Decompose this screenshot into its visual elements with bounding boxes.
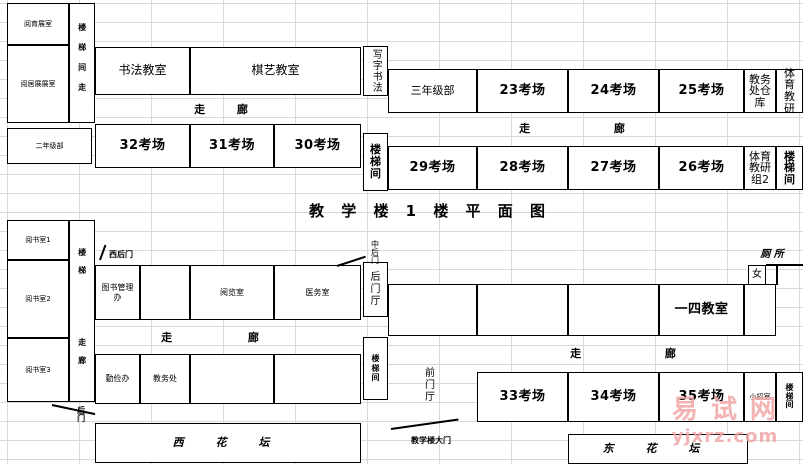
toilet-wall-v <box>776 265 778 285</box>
main-gate-label: 教学楼大门 <box>411 436 451 446</box>
stairs-label: 楼梯 <box>77 248 87 284</box>
room-lower-right-c <box>568 284 659 336</box>
exam-room-34: 34考场 <box>568 372 659 422</box>
exam-room-35: 35考场 <box>659 372 744 422</box>
room-blank-lower-b <box>274 354 361 404</box>
room-medical: 医务室 <box>274 265 361 320</box>
corridor-upper-right: 走 廊 <box>519 121 665 135</box>
exam-room-30: 30考场 <box>274 124 361 168</box>
room-lower-right-b <box>477 284 568 336</box>
toilet-female: 女 <box>748 265 766 285</box>
exam-room-26: 26考场 <box>659 146 744 190</box>
west-back-door-label: 西后门 <box>109 250 133 260</box>
exam-room-27: 27考场 <box>568 146 659 190</box>
room-pe-research2: 体育教研组2 <box>744 146 776 190</box>
room-calligraphy: 书法教室 <box>95 47 190 95</box>
exam-room-28: 28考场 <box>477 146 568 190</box>
room-storage: 教务处仓库 <box>744 69 776 113</box>
west-rear-door-label: 后门 <box>76 406 86 422</box>
room-lower-right-a <box>388 284 477 336</box>
room-blank-lower-a <box>190 354 274 404</box>
floor-plan-title: 教 学 楼 1 楼 平 面 图 <box>309 201 551 220</box>
corridor-lower-right: 走 廊 <box>570 346 716 360</box>
watermark-main: 易 试 网 <box>671 395 779 425</box>
room-reading-hall: 阅览室 <box>190 265 274 320</box>
exam-room-23: 23考场 <box>477 69 568 113</box>
watermark-logo: 易 试 网 yjxrz.com <box>655 378 795 458</box>
stairs-right-upper: 楼梯间 <box>776 146 803 190</box>
reading-room-2: 阅书室2 <box>7 260 69 338</box>
west-garden: 西 花 坛 <box>95 423 361 463</box>
toilet-label: 厕 所 <box>760 249 784 261</box>
stair-hall-center: 楼梯间 <box>363 337 388 400</box>
room-writing: 写字书法 <box>363 46 388 96</box>
toilet-wall-h <box>766 264 803 266</box>
walkway-label: 走廊 <box>77 338 87 374</box>
middle-back-door-label: 中后门 <box>371 240 379 265</box>
room-grade2: 二年级部 <box>7 128 92 164</box>
exam-room-29: 29考场 <box>388 146 477 190</box>
room-office-a: 阅育展室 <box>7 3 69 45</box>
room-small-office: 小招室 <box>744 372 776 422</box>
stairs-right-lower: 楼梯间 <box>776 372 803 422</box>
stair-column-lower-left: 楼梯 走廊 <box>69 220 95 402</box>
room-academic: 教务处 <box>140 354 190 404</box>
room-pe-research: 体育教研 <box>776 68 803 114</box>
exam-room-32: 32考场 <box>95 124 190 168</box>
room-library-office: 图书管理办 <box>95 265 140 320</box>
stairs-center-upper: 楼梯间 <box>363 133 388 191</box>
room-chess: 棋艺教室 <box>190 47 361 95</box>
exam-room-31: 31考场 <box>190 124 274 168</box>
room-lower-right-e <box>744 284 776 336</box>
reading-room-1: 阅书室1 <box>7 220 69 260</box>
room-office-b: 阅居展展室 <box>7 45 69 123</box>
room-blank-left <box>140 265 190 320</box>
exam-room-33: 33考场 <box>477 372 568 422</box>
corridor-lower-left: 走 廊 <box>161 330 295 344</box>
back-hall: 后门厅 <box>363 262 388 317</box>
classroom-14: 一四教室 <box>659 284 744 336</box>
room-welfare: 勤俭办 <box>95 354 140 404</box>
front-hall: 前门厅 <box>425 368 435 403</box>
reading-room-3: 阅书室3 <box>7 338 69 402</box>
exam-room-24: 24考场 <box>568 69 659 113</box>
exam-room-25: 25考场 <box>659 69 744 113</box>
room-grade3: 三年级部 <box>388 69 477 113</box>
stair-column-upper-left: 楼梯间走 <box>69 3 95 123</box>
corridor-upper-left: 走 廊 <box>194 102 262 116</box>
watermark-sub: yjxrz.com <box>671 426 779 447</box>
